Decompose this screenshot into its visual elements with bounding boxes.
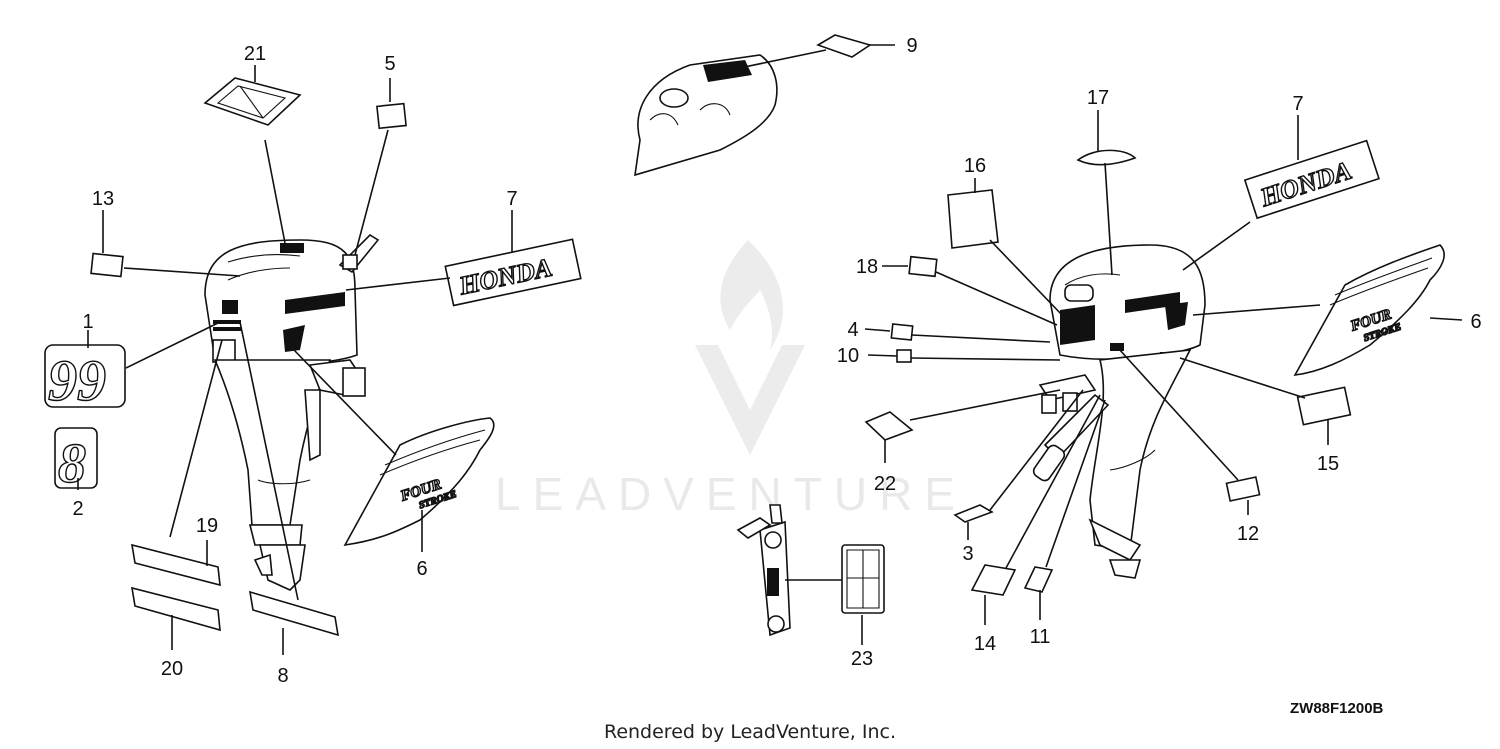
tiller-handle-detail [736, 504, 885, 637]
callout-6-left: 6 [416, 558, 427, 580]
callout-13: 13 [92, 188, 114, 210]
right-decals: HONDA FOUR STROKE [864, 139, 1445, 596]
decal-17 [1076, 149, 1137, 166]
decal-11 [1023, 566, 1054, 593]
callout-21: 21 [244, 43, 266, 65]
watermark: LEADVENTURE [495, 240, 967, 520]
decal-10 [896, 349, 912, 363]
decal-6-four-stroke-logo-right: FOUR STROKE [1293, 244, 1445, 376]
decal-20 [131, 586, 221, 632]
decal-8 [249, 590, 339, 637]
decal-5 [376, 102, 407, 130]
decal-9 [816, 34, 872, 58]
watermark-text: LEADVENTURE [495, 468, 967, 520]
decal-14 [970, 564, 1017, 596]
left-outboard-motor [204, 233, 380, 591]
callout-11: 11 [1030, 626, 1051, 648]
callout-5: 5 [384, 53, 395, 75]
decal-13 [90, 252, 124, 278]
callout-1: 1 [82, 311, 93, 333]
callout-6-right: 6 [1470, 311, 1481, 333]
callout-22: 22 [874, 473, 896, 495]
decal-4 [890, 323, 914, 341]
callout-15: 15 [1317, 453, 1339, 475]
top-cowl-view [634, 34, 872, 177]
callout-3: 3 [962, 543, 973, 565]
decal-7-honda-logo: HONDA [444, 238, 582, 307]
svg-text:99: 99 [48, 348, 106, 413]
decal-21 [203, 77, 302, 126]
callout-23: 23 [851, 648, 873, 670]
callout-20: 20 [161, 658, 183, 680]
right-outboard-motor [1032, 244, 1206, 579]
diagram-code: ZW88F1200B [1290, 700, 1384, 717]
decal-6-four-stroke-logo: FOUR STROKE [343, 417, 495, 547]
callout-labels: 21 5 13 7 1 2 19 20 8 6 9 17 16 7 18 4 1… [72, 35, 1481, 687]
watermark-flame-icon [720, 240, 783, 350]
callout-7-right: 7 [1292, 93, 1303, 115]
callout-17: 17 [1087, 87, 1109, 109]
callout-14: 14 [974, 633, 996, 655]
decal-18 [908, 255, 938, 278]
callout-12: 12 [1237, 523, 1259, 545]
callout-4: 4 [847, 319, 858, 341]
callout-8: 8 [277, 665, 288, 687]
decal-7-honda-logo-right: HONDA [1243, 139, 1380, 220]
svg-text:8: 8 [58, 433, 86, 495]
callout-10: 10 [837, 345, 859, 367]
decal-22 [864, 411, 914, 441]
callout-18: 18 [856, 256, 878, 278]
callout-9: 9 [906, 35, 917, 57]
callout-19: 19 [196, 515, 218, 537]
footer-credit: Rendered by LeadVenture, Inc. [604, 721, 896, 743]
callout-7-left: 7 [506, 188, 517, 210]
decal-15 [1296, 386, 1352, 426]
leader-lines [77, 44, 1463, 655]
decal-1-99-badge: 99 [44, 344, 126, 414]
decal-3 [953, 504, 994, 523]
callout-16: 16 [964, 155, 986, 177]
callout-2: 2 [72, 498, 83, 520]
decal-16 [947, 189, 999, 249]
decal-2-8-badge: 8 [54, 427, 98, 496]
watermark-v-icon [695, 345, 805, 455]
decal-12 [1225, 476, 1261, 502]
decal-19 [131, 543, 221, 587]
